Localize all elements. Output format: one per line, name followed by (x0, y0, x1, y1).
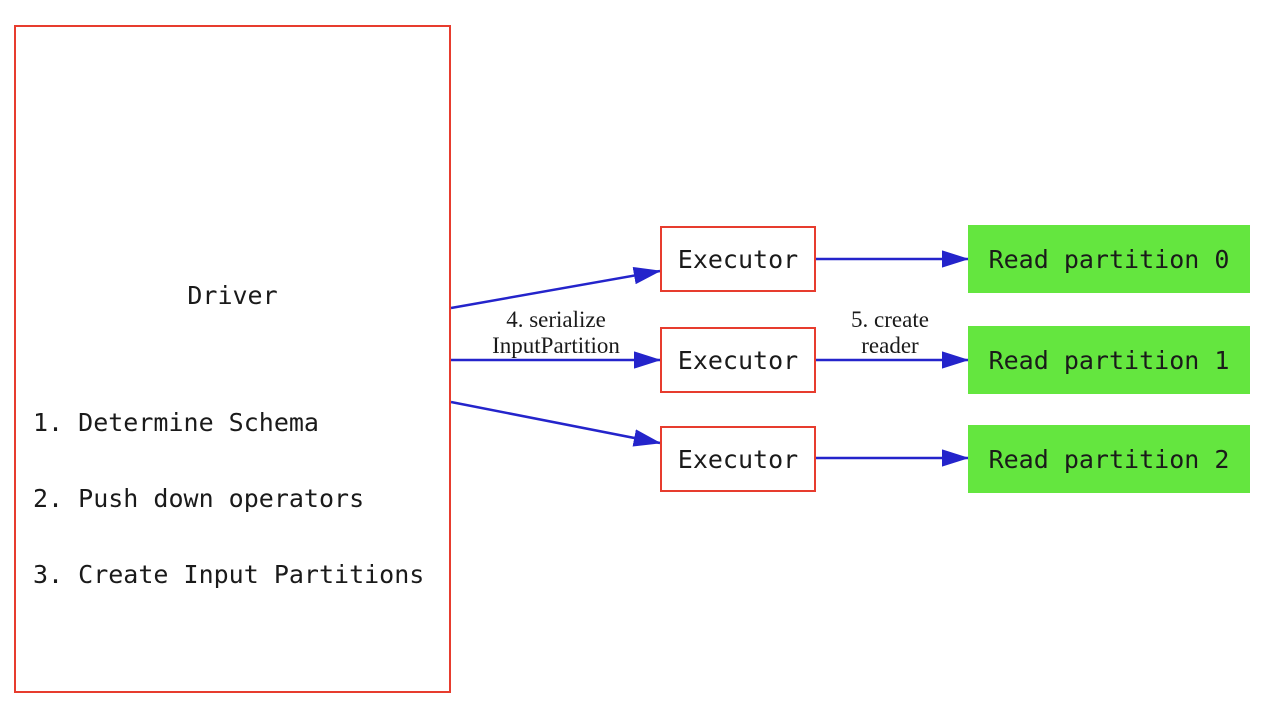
driver-box: Driver 1. Determine Schema 2. Push down … (14, 25, 451, 693)
driver-step-2: 2. Push down operators (33, 484, 365, 514)
partition-label: Read partition 0 (988, 244, 1230, 274)
serialize-inputpartition-label: 4. serialize InputPartition (436, 307, 676, 359)
partition-box-1: Read partition 1 (968, 326, 1250, 394)
partition-box-2: Read partition 2 (968, 425, 1250, 493)
partition-box-0: Read partition 0 (968, 225, 1250, 293)
arrow-driver-to-executor-2 (450, 400, 662, 447)
executor-label: Executor (677, 444, 799, 474)
driver-title: Driver (187, 281, 278, 310)
create-reader-label: 5. create reader (810, 307, 970, 359)
driver-step-1: 1. Determine Schema (33, 407, 319, 437)
create-reader-label-line1: 5. create (851, 307, 929, 332)
executor-box-0: Executor (660, 226, 816, 292)
driver-step-3: 3. Create Input Partitions (33, 560, 425, 590)
executor-box-2: Executor (660, 426, 816, 492)
serialize-label-line2: InputPartition (492, 333, 620, 358)
create-reader-label-line2: reader (861, 333, 919, 358)
arrow-driver-to-executor-0 (450, 266, 662, 310)
driver-steps: 1. Determine Schema 2. Push down operato… (33, 359, 424, 638)
serialize-label-line1: 4. serialize (506, 307, 606, 332)
partition-label: Read partition 2 (988, 444, 1230, 474)
executor-label: Executor (677, 244, 799, 274)
partition-label: Read partition 1 (988, 345, 1230, 375)
executor-label: Executor (677, 345, 799, 375)
executor-box-1: Executor (660, 327, 816, 393)
